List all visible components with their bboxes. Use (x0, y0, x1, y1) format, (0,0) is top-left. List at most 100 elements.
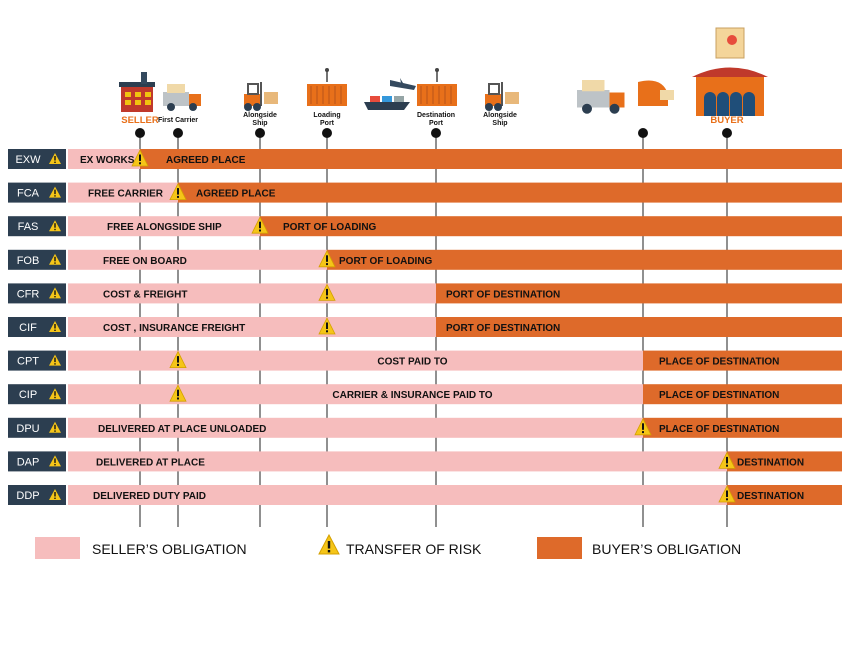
buyer-obligation-text: PLACE OF DESTINATION (659, 357, 779, 368)
seller-obligation-bar (68, 417, 643, 438)
buyer-obligation-text: AGREED PLACE (166, 155, 246, 166)
code-warning-icon (49, 455, 61, 467)
transfer-of-risk-icon (718, 485, 736, 503)
legend-seller-swatch (35, 537, 80, 559)
seller-obligation-text: EX WORKS (80, 155, 135, 166)
code-warning-icon (49, 354, 61, 366)
buyer-obligation-text: PLACE OF DESTINATION (659, 424, 779, 435)
seller-obligation-bar (68, 451, 727, 472)
code-warning-icon (49, 321, 61, 332)
timeline-dot-buyer (722, 128, 732, 138)
code-warning-icon (49, 388, 61, 400)
buyer-obligation-bar (436, 283, 842, 304)
buyer-obligation-text: DESTINATION (737, 491, 804, 502)
seller-obligation-text: COST & FREIGHT (103, 289, 187, 300)
transfer-of-risk-icon (318, 249, 336, 268)
transfer-of-risk-icon (634, 417, 652, 436)
transfer-of-risk-icon (251, 216, 269, 234)
ship-plane-icon (364, 78, 416, 110)
buyer-obligation-text: PORT OF DESTINATION (446, 323, 560, 334)
timeline-dot-truck_2 (638, 128, 648, 138)
buyer-obligation-bar (436, 317, 842, 337)
incoterm-code: DAP (17, 456, 40, 468)
timeline-dot-alongside_ship_1 (255, 128, 265, 138)
delivery-van-icon (638, 80, 674, 106)
container-crane-icon (417, 68, 457, 106)
incoterm-code: CIF (19, 322, 37, 334)
header-label-buyer: BUYER (710, 115, 743, 126)
buyer-obligation-bar (140, 149, 842, 169)
seller-obligation-bar (68, 485, 727, 505)
buyer-obligation-bar (727, 485, 842, 505)
seller-obligation-bar (68, 249, 327, 270)
transfer-of-risk-icon (169, 182, 187, 201)
forklift-icon (485, 82, 519, 111)
seller-obligation-text: FREE ALONGSIDE SHIP (107, 222, 222, 233)
buyer-obligation-bar (727, 451, 842, 472)
incoterm-code: FOB (17, 255, 40, 267)
buyer-obligation-text: PORT OF LOADING (339, 256, 433, 267)
incoterm-row-fas: FAS FREE ALONGSIDE SHIP PORT OF LOADING (8, 216, 842, 237)
timeline-dot-first_carrier (173, 128, 183, 138)
legend-seller-label: SELLER’S OBLIGATION (92, 541, 247, 557)
transfer-of-risk-icon (318, 317, 336, 335)
buyer-obligation-bar (260, 216, 842, 237)
timeline-dot-seller (135, 128, 145, 138)
seller-obligation-bar (68, 216, 260, 237)
incoterm-code: CPT (17, 356, 39, 368)
buyer-obligation-text: PLACE OF DESTINATION (659, 390, 779, 401)
container-crane-icon (307, 68, 347, 106)
timeline-dot-destination_port (431, 128, 441, 138)
transfer-of-risk-icon (318, 283, 336, 301)
buyer-obligation-text: DESTINATION (737, 457, 804, 468)
buyer-obligation-bar (643, 417, 842, 438)
code-warning-icon (49, 253, 61, 265)
legend-buyer-label: BUYER’S OBLIGATION (592, 541, 741, 557)
incoterm-code: FAS (18, 221, 39, 233)
warehouse-icon (692, 27, 768, 116)
code-warning-icon (49, 220, 61, 232)
incoterm-code: EXW (15, 154, 41, 166)
buyer-obligation-bar (327, 249, 842, 270)
incoterm-row-exw: EXW EX WORKS AGREED PLACE (8, 149, 842, 169)
code-warning-icon (49, 153, 61, 164)
factory-icon (119, 72, 155, 112)
transfer-of-risk-icon (169, 350, 187, 369)
incoterm-code: DDP (16, 490, 39, 502)
buyer-obligation-bar (643, 384, 842, 405)
buyer-obligation-text: PORT OF LOADING (283, 222, 377, 233)
code-warning-icon (49, 489, 61, 500)
legend-buyer-swatch (537, 537, 582, 559)
forklift-icon (244, 82, 278, 111)
seller-obligation-bar (68, 317, 436, 337)
incoterm-code: CFR (17, 288, 40, 300)
legend-risk-label: TRANSFER OF RISK (346, 541, 482, 557)
truck-icon (163, 84, 201, 111)
buyer-obligation-bar (643, 350, 842, 371)
incoterm-code: DPU (16, 423, 39, 435)
seller-obligation-bar (68, 283, 436, 304)
seller-obligation-bar (68, 384, 643, 405)
seller-obligation-bar (68, 350, 643, 371)
buyer-obligation-text: PORT OF DESTINATION (446, 289, 560, 300)
timeline-dot-loading_port (322, 128, 332, 138)
legend-warning-icon (318, 533, 340, 555)
transfer-of-risk-icon (131, 149, 149, 167)
code-warning-icon (49, 287, 61, 299)
header-label-first_carrier: First Carrier (158, 117, 198, 124)
legend: SELLER’S OBLIGATION TRANSFER OF RISK BUY… (35, 533, 741, 559)
incoterm-row-cfr: CFR COST & FREIGHT PORT OF DESTINATION (8, 283, 842, 304)
